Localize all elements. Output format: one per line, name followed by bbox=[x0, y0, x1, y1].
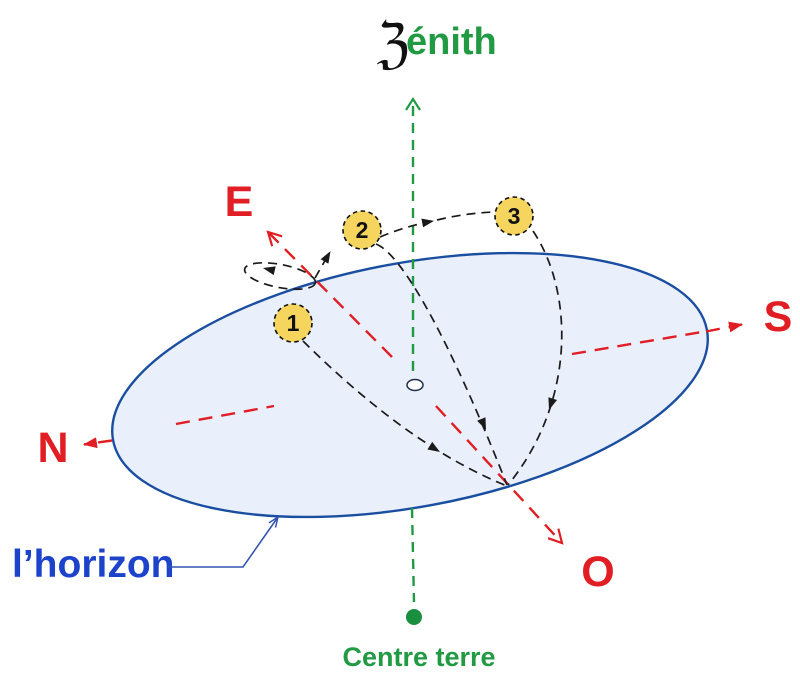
sun-path-1-descent bbox=[302, 340, 508, 487]
sun-arc-2-3 bbox=[379, 218, 434, 238]
east-west-axis bbox=[266, 230, 564, 545]
south-arrow bbox=[705, 321, 743, 333]
title-rest: énith bbox=[406, 21, 497, 63]
sun-2-circle bbox=[342, 210, 382, 250]
sun-1-number: 1 bbox=[287, 310, 300, 336]
north-south-axis bbox=[83, 321, 743, 449]
sun-position-1: 1 bbox=[273, 303, 313, 343]
sun-position-2: 2 bbox=[342, 210, 382, 250]
sun-rise-arrow bbox=[314, 251, 331, 279]
sun-path-2-descent bbox=[375, 243, 508, 486]
sun-path-1-descent-arrow bbox=[427, 441, 440, 452]
title-initial: ℨ bbox=[376, 12, 409, 75]
sun-paths bbox=[243, 211, 563, 487]
label-north: N bbox=[37, 424, 68, 472]
sun-path-2-descent-arrow bbox=[477, 417, 486, 430]
earth-center-dot bbox=[406, 609, 422, 625]
label-west: O bbox=[581, 548, 614, 596]
sun-3-number: 3 bbox=[508, 203, 521, 229]
observer-point bbox=[406, 378, 424, 392]
sun-2-number: 2 bbox=[356, 217, 369, 243]
sun-1-circle bbox=[273, 303, 313, 343]
ns-axis-left-segment bbox=[175, 404, 275, 426]
label-east: E bbox=[225, 178, 254, 226]
sun-3-circle bbox=[494, 196, 534, 236]
sun-path-1-loop-arrow bbox=[263, 266, 276, 276]
sun-path-3-descent-arrow bbox=[548, 397, 557, 410]
north-arrow bbox=[83, 437, 113, 449]
page-title: ℨ énith bbox=[376, 12, 496, 75]
sun-path-3-descent bbox=[507, 230, 563, 486]
nadir-segment bbox=[410, 507, 416, 603]
label-south: S bbox=[764, 293, 793, 341]
horizon-leader-arrow bbox=[168, 517, 278, 568]
sun-arc-2-3b bbox=[436, 211, 496, 221]
horizon-callout: l’horizon bbox=[12, 517, 278, 586]
west-arrow bbox=[435, 405, 564, 545]
horizon-label: l’horizon bbox=[12, 543, 174, 586]
earth-center-label: Centre terre bbox=[342, 642, 495, 672]
sun-position-3: 3 bbox=[494, 196, 534, 236]
east-arrow bbox=[266, 230, 393, 358]
zenith-axis bbox=[405, 96, 422, 625]
